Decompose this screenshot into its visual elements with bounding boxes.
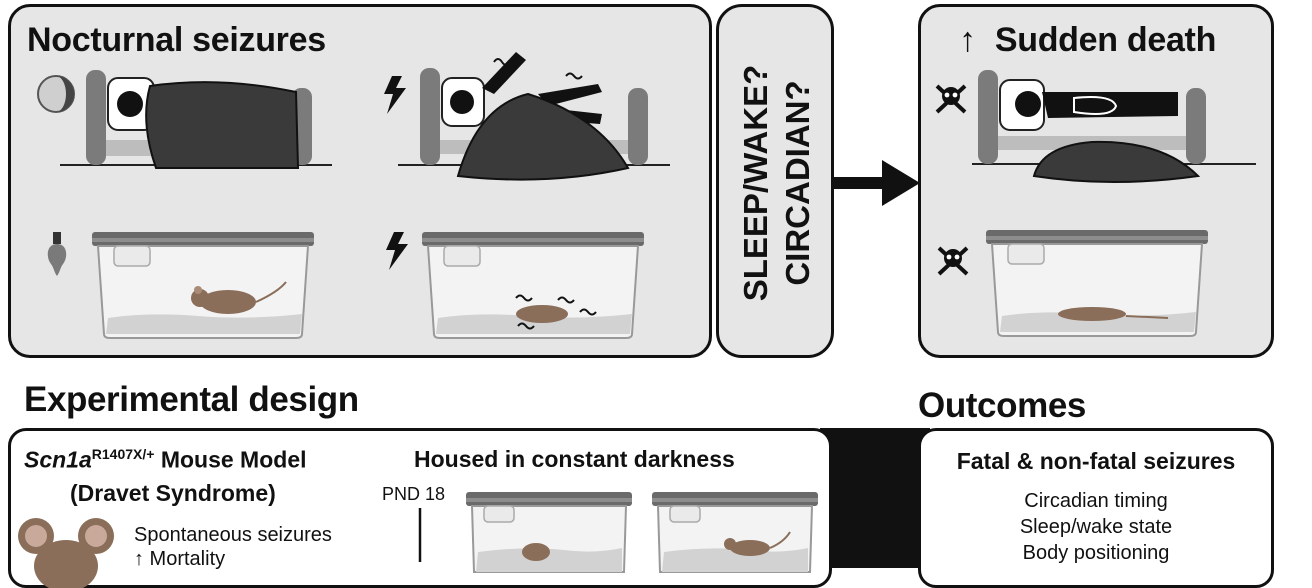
deceased-person-bed-illustration [972,70,1256,183]
seizing-person-bed-illustration [398,52,670,181]
mouse-model-title: Scn1aR1407X/+ Mouse Model [24,446,307,473]
lightbulb-icon [47,232,67,276]
cage-mouse-illustration [466,492,632,573]
trait-mortality: ↑ Mortality [134,548,226,570]
sudden-death-title: ↑ Sudden death [959,21,1217,59]
up-arrow-icon: ↑ [959,21,976,59]
outcomes-box-title: Fatal & non-fatal seizures [956,448,1236,474]
outcome-body-positioning: Body positioning [1022,542,1170,564]
connector-band [820,428,930,568]
circadian-text: CIRCADIAN? [779,80,816,286]
lightning-icon [386,232,408,270]
outcome-sleep-wake-state: Sleep/wake state [1019,516,1173,538]
mouse-model-subtitle: (Dravet Syndrome) [70,480,276,506]
skull-crossbones-icon [937,246,969,276]
housed-title: Housed in constant darkness [414,446,735,472]
cage-walking-mouse-illustration [92,232,314,339]
nocturnal-seizures-title: Nocturnal seizures [27,21,326,59]
mouse-head-illustration [18,518,114,588]
trait-spontaneous-seizures: Spontaneous seizures [134,524,332,546]
cage-seizing-mouse-illustration [422,232,644,339]
cage-mouse-illustration [652,492,818,573]
outcomes-panel [918,428,1274,588]
sleep-wake-circadian-label: SLEEP/WAKE? CIRCADIAN? [735,65,819,302]
sleeping-person-bed-illustration [60,70,332,169]
pnd-label: PND 18 [382,484,446,504]
sleep-wake-text: SLEEP/WAKE? [737,64,774,302]
lightning-icon [384,76,406,114]
right-arrow-icon [834,160,920,206]
outcome-circadian-timing: Circadian timing [1024,490,1168,512]
moon-icon [37,75,75,113]
down-arrow-icon [418,508,422,562]
skull-crossbones-icon [935,84,967,114]
outcomes-title: Outcomes [918,386,1086,425]
experimental-design-title: Experimental design [24,380,359,419]
sleep-wake-circadian-box: SLEEP/WAKE? CIRCADIAN? [716,4,834,358]
cage-deceased-mouse-illustration [986,230,1208,337]
